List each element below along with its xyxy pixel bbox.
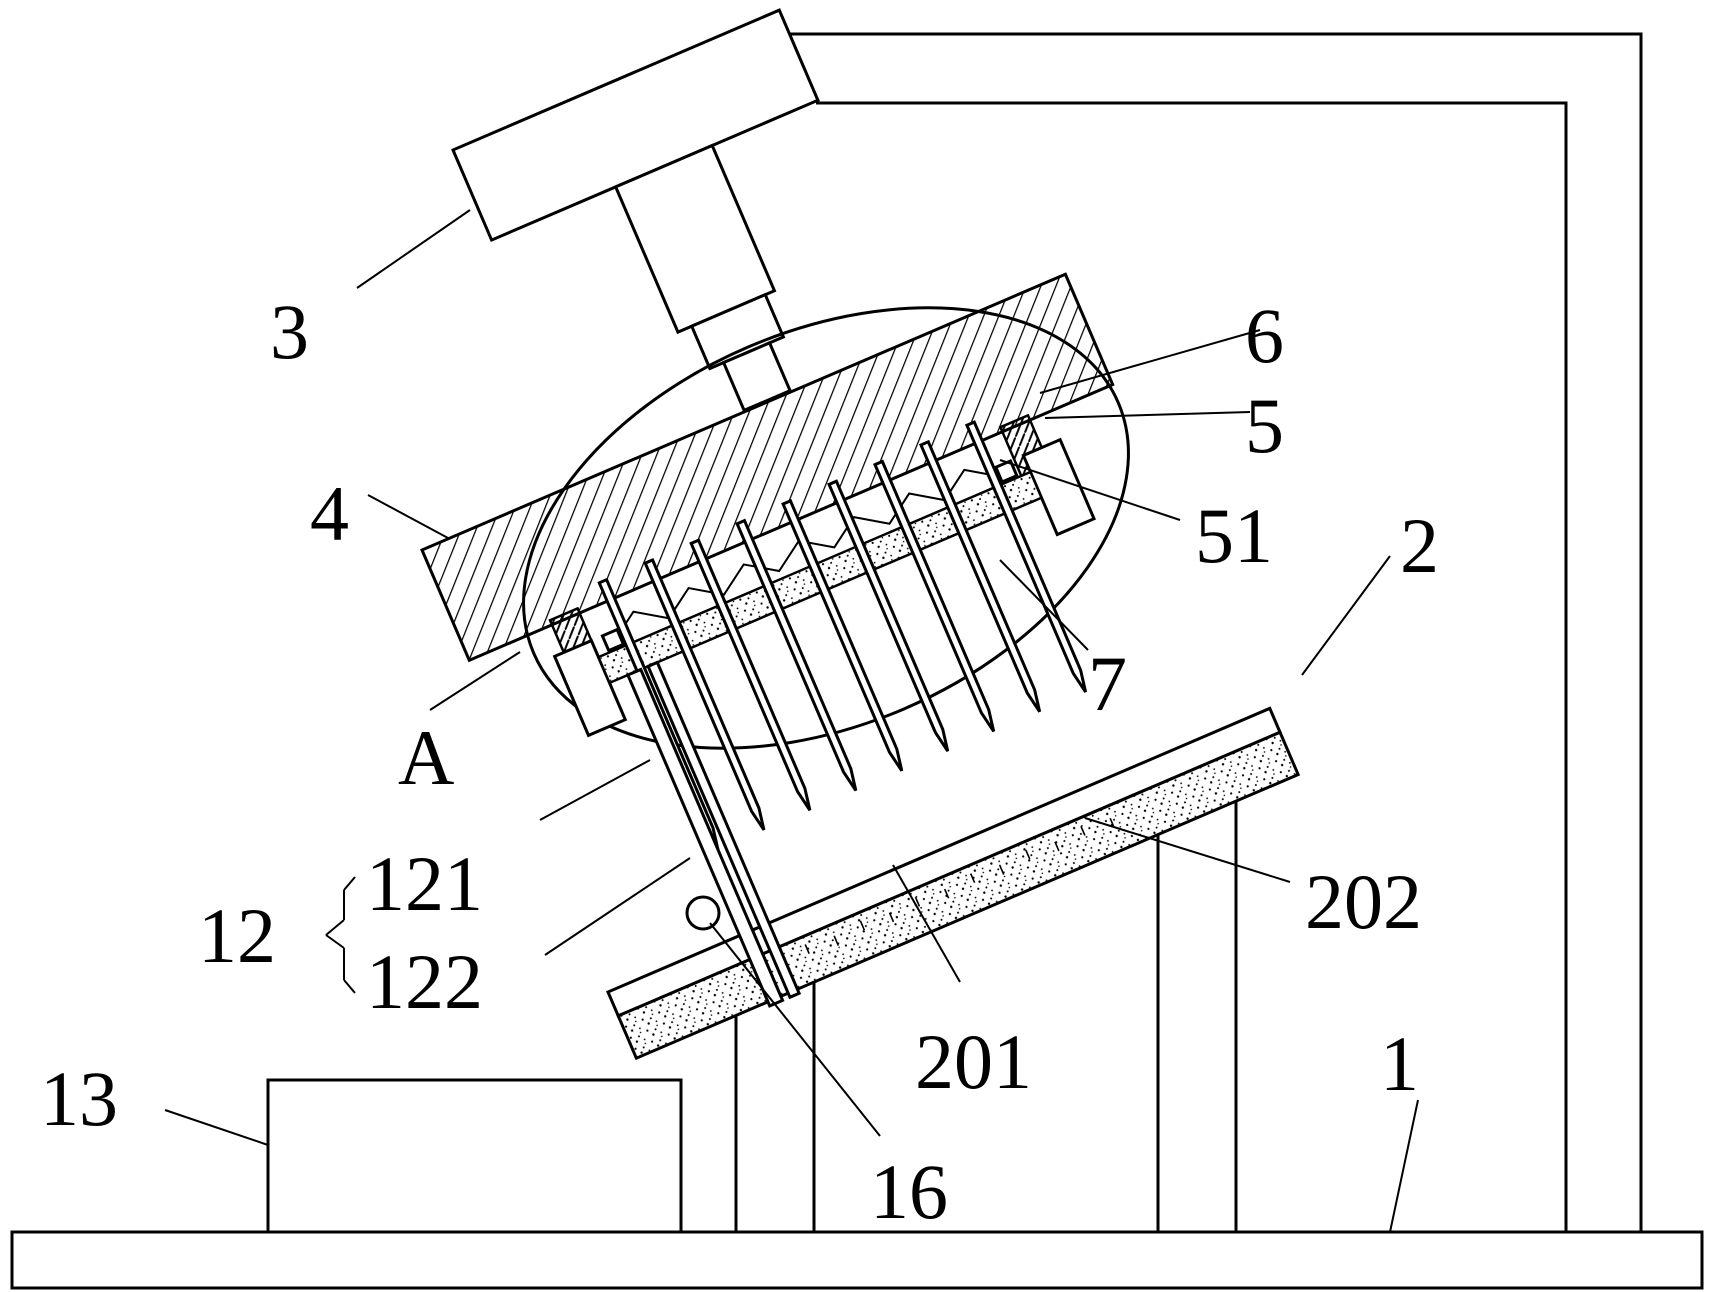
label-122: 122 bbox=[366, 938, 483, 1025]
label-51: 51 bbox=[1195, 492, 1273, 579]
label-6: 6 bbox=[1245, 292, 1284, 379]
label-12: 12 bbox=[198, 892, 276, 979]
label-1: 1 bbox=[1380, 1020, 1419, 1107]
label-202: 202 bbox=[1305, 858, 1422, 945]
roller-16 bbox=[687, 897, 719, 929]
label-2: 2 bbox=[1400, 502, 1439, 589]
tilted-table-2 bbox=[608, 708, 1298, 1058]
control-box-13 bbox=[268, 1080, 681, 1232]
label-16: 16 bbox=[870, 1148, 948, 1235]
label-4: 4 bbox=[310, 470, 349, 557]
base-plate bbox=[12, 1232, 1702, 1288]
label-121: 121 bbox=[366, 840, 483, 927]
label-A: A bbox=[398, 714, 454, 801]
label-13: 13 bbox=[40, 1055, 118, 1142]
label-3: 3 bbox=[270, 288, 309, 375]
label-7: 7 bbox=[1088, 640, 1127, 727]
label-5: 5 bbox=[1245, 382, 1284, 469]
label-201: 201 bbox=[915, 1018, 1032, 1105]
